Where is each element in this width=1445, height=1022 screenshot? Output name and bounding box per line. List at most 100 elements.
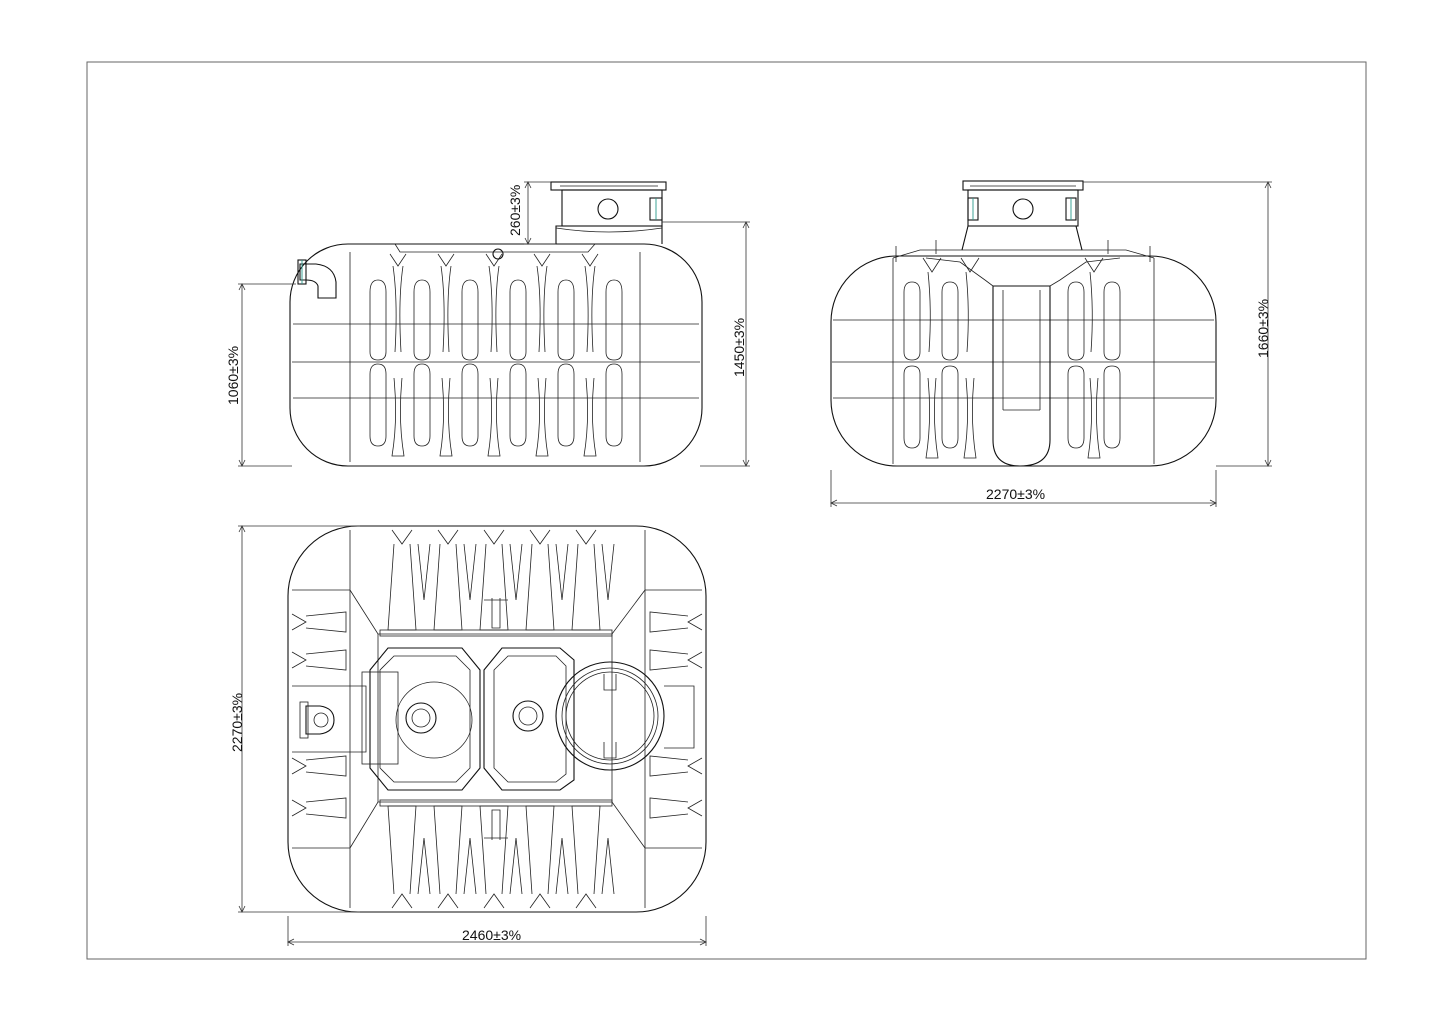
top-rib-small [509, 543, 523, 601]
top-rib-small [601, 837, 615, 895]
top-rib-upper [525, 529, 555, 631]
top-tank-outline [287, 525, 707, 913]
end-taper-rib [922, 257, 942, 353]
end-riser-neck [967, 189, 1079, 227]
side-taper-rib [485, 253, 503, 353]
top-view: 2270±3% 2460±3% [229, 525, 707, 946]
top-rib-right [649, 649, 703, 671]
side-rib [605, 279, 623, 361]
side-riser-neck [561, 189, 663, 227]
top-rib-left [291, 755, 347, 777]
end-rib [903, 281, 921, 361]
top-rib-right [649, 755, 703, 777]
side-rib [605, 363, 623, 447]
top-rib-right [649, 611, 703, 633]
end-tank-body [830, 255, 1217, 467]
end-rib [941, 281, 959, 361]
end-view: 1660±3% 2270±3% [830, 180, 1272, 507]
top-rib-small [509, 837, 523, 895]
top-outlet-left-icon [405, 702, 437, 734]
top-rib-lower [387, 805, 417, 909]
dim-end-width: 2270±3% [986, 486, 1045, 502]
end-shoulder [925, 257, 1121, 287]
end-taper-rib [1084, 257, 1104, 353]
dim-side-total-height: 1450±3% [731, 318, 747, 377]
top-rib-left [291, 611, 347, 633]
end-taper-rib [1087, 377, 1101, 459]
top-rib-small [417, 543, 431, 601]
end-central-channel [992, 285, 1051, 467]
dim-side-collar-height: 260±3% [507, 185, 523, 236]
side-taper-rib [583, 377, 597, 457]
side-taper-rib [487, 377, 501, 457]
side-taper-rib [439, 377, 453, 457]
dim-end-total-height: 1660±3% [1255, 299, 1271, 358]
top-rib-small [555, 837, 569, 895]
side-lid [550, 181, 667, 191]
top-rib-small [463, 837, 477, 895]
side-tank-body [289, 243, 703, 467]
top-rib-small [417, 837, 431, 895]
end-lid-hole-icon [1012, 198, 1034, 220]
end-ribs [903, 257, 1121, 459]
top-outlet-middle-icon [512, 700, 544, 732]
top-rib-small [601, 543, 615, 601]
top-rib-upper [387, 529, 417, 631]
dim-top-length: 2460±3% [462, 927, 521, 943]
end-rib [1067, 281, 1085, 361]
side-lift-eye-icon [492, 248, 504, 260]
top-rib-lower [525, 805, 555, 909]
end-rib [1103, 365, 1121, 449]
top-rib-left [291, 649, 347, 671]
side-taper-rib [533, 253, 551, 353]
end-riser [961, 225, 1083, 251]
side-taper-rib [535, 377, 549, 457]
side-rib [413, 363, 431, 447]
end-rib [941, 365, 959, 449]
side-ribs [369, 253, 623, 457]
side-rib [557, 363, 575, 447]
side-rib [461, 279, 479, 361]
top-rib-lower [479, 805, 509, 909]
side-taper-rib [581, 253, 599, 353]
top-chamber-left [369, 647, 481, 791]
end-rib [1067, 365, 1085, 449]
side-rib [369, 279, 387, 361]
side-taper-rib [391, 377, 405, 457]
top-rib-left [291, 797, 347, 819]
side-rib [369, 363, 387, 447]
drawing-frame [86, 61, 1367, 960]
dim-top-width: 2270±3% [229, 693, 245, 752]
top-rib-small [463, 543, 477, 601]
dim-side-inlet-height: 1060±3% [225, 346, 241, 405]
end-rib [903, 365, 921, 449]
end-lid [962, 180, 1084, 191]
side-rib [557, 279, 575, 361]
end-rib [1103, 281, 1121, 361]
side-taper-rib [437, 253, 455, 353]
side-view: 260±3% 1060±3% 1450±3% [225, 181, 750, 467]
side-rib [461, 363, 479, 447]
top-manhole-icon [555, 661, 665, 771]
top-rib-lower [571, 805, 601, 909]
side-rib [509, 279, 527, 361]
top-inlet-pipe-icon [305, 705, 335, 735]
end-taper-rib [960, 257, 980, 353]
top-rib-small [555, 543, 569, 601]
end-taper-rib [925, 377, 939, 459]
top-rib-upper [433, 529, 463, 631]
side-inlet-pipe-icon [299, 263, 337, 299]
side-taper-rib [389, 253, 407, 353]
top-rib-upper [479, 529, 509, 631]
top-ribs [291, 529, 703, 909]
side-rib [509, 363, 527, 447]
top-rib-lower [433, 805, 463, 909]
top-chamber-middle [483, 647, 575, 791]
top-rib-right [649, 797, 703, 819]
end-taper-rib [963, 377, 977, 459]
side-lid-hole-icon [597, 198, 619, 220]
side-rib [413, 279, 431, 361]
top-rib-upper [571, 529, 601, 631]
side-riser [555, 225, 663, 244]
